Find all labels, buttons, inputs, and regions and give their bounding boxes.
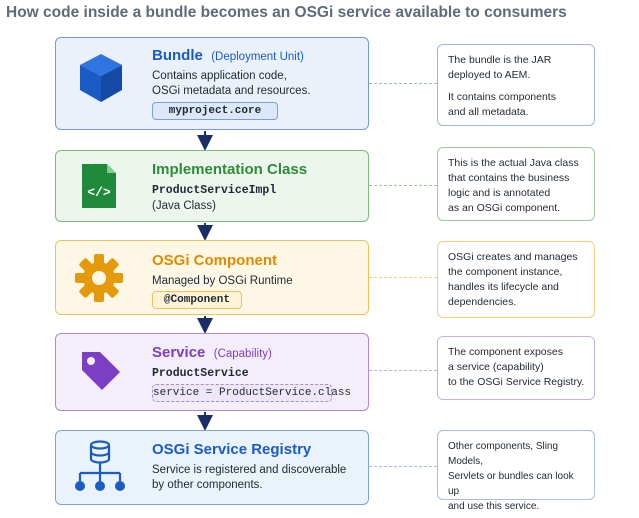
- service-property-badge: service = ProductService.class: [152, 384, 351, 402]
- java-file-icon: </>: [82, 164, 116, 208]
- connector-component-note: [369, 277, 437, 278]
- note-line: the component instance,: [448, 266, 563, 278]
- note-line: dependencies.: [448, 296, 517, 308]
- implementation-class-box: </> Implementation Class ProductServiceI…: [55, 150, 369, 222]
- note-line: handles its lifecycle and: [448, 281, 559, 293]
- service-registry-desc-line-1: Service is registered and discoverable: [152, 464, 347, 476]
- implementation-class-type: (Java Class): [152, 200, 216, 212]
- bundle-box: Bundle (Deployment Unit) Contains applic…: [55, 37, 369, 130]
- note-line: that contains the business: [448, 172, 570, 184]
- svg-text:</>: </>: [87, 185, 111, 200]
- service-registry-title: OSGi Service Registry: [152, 441, 312, 458]
- note-line: The component exposes: [448, 346, 563, 358]
- connector-registry-note: [369, 466, 437, 467]
- connector-service-note: [369, 370, 437, 371]
- implementation-class-title: Implementation Class: [152, 161, 308, 178]
- osgi-component-desc: Managed by OSGi Runtime: [152, 275, 293, 287]
- diagram-subtitle: How code inside a bundle becomes an OSGi…: [6, 4, 567, 21]
- service-note: The component exposes a service (capabil…: [437, 336, 595, 400]
- bundle-note: The bundle is the JAR deployed to AEM. I…: [437, 44, 595, 126]
- bundle-title: Bundle (Deployment Unit): [152, 47, 304, 64]
- tag-icon: [82, 352, 120, 390]
- service-registry-note: Other components, Sling Models, Servlets…: [437, 430, 595, 512]
- note-line: Servlets or bundles can look up: [448, 471, 574, 497]
- bundle-desc-line-1: Contains application code,: [152, 70, 287, 82]
- service-title: Service (Capability): [152, 344, 272, 361]
- osgi-component-title: OSGi Component: [152, 252, 277, 269]
- service-interface-name: ProductService: [152, 367, 249, 380]
- note-line: OSGi creates and manages: [448, 251, 578, 263]
- connector-class-note: [369, 185, 437, 186]
- note-line: This is the actual Java class: [448, 157, 579, 169]
- implementation-class-name: ProductServiceImpl: [152, 184, 277, 197]
- osgi-component-box: OSGi Component Managed by OSGi Runtime @…: [55, 240, 369, 315]
- connector-bundle-note: [369, 83, 437, 84]
- osgi-component-note: OSGi creates and manages the component i…: [437, 241, 595, 318]
- service-box: Service (Capability) ProductService serv…: [55, 333, 369, 411]
- note-line: and use this service.: [448, 501, 540, 512]
- service-registry-desc-line-2: by other components.: [152, 479, 263, 491]
- registry-network-icon: [75, 440, 125, 491]
- note-line: deployed to AEM.: [448, 69, 531, 81]
- note-line: as an OSGi component.: [448, 202, 561, 214]
- implementation-class-note: This is the actual Java class that conta…: [437, 147, 595, 221]
- note-line: a service (capability): [448, 361, 544, 373]
- note-line: to the OSGi Service Registry.: [448, 376, 585, 388]
- component-annotation-badge: @Component: [152, 291, 242, 309]
- note-line: Other components, Sling Models,: [448, 441, 559, 467]
- note-line: It contains components: [448, 91, 556, 103]
- bundle-name-badge: myproject.core: [152, 102, 278, 120]
- service-registry-box: OSGi Service Registry Service is registe…: [55, 430, 369, 505]
- bundle-desc-line-2: OSGi metadata and resources.: [152, 85, 311, 97]
- cube-icon: [80, 54, 122, 102]
- note-line: logic and is annotated: [448, 187, 551, 199]
- gear-icon: [75, 254, 123, 302]
- note-line: and all metadata.: [448, 106, 529, 118]
- note-line: The bundle is the JAR: [448, 54, 552, 66]
